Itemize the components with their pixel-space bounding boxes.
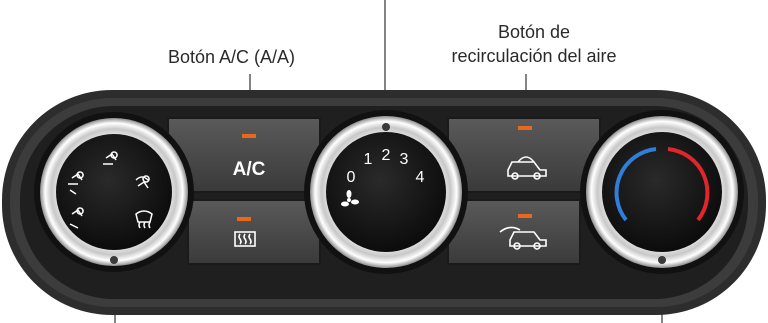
temperature-dial-pointer <box>658 256 666 264</box>
fresh-air-button[interactable] <box>447 199 581 265</box>
rear-defrost-button[interactable] <box>187 199 321 265</box>
fresh-air-indicator <box>518 214 532 218</box>
mode-dial-pointer <box>110 256 118 264</box>
fan-icon <box>341 190 359 207</box>
recirculation-button[interactable] <box>447 117 601 193</box>
fan-speed-4: 4 <box>416 169 425 186</box>
face-vent-icon <box>103 151 118 165</box>
hot-arc <box>667 147 710 222</box>
fresh-air-icon <box>499 226 547 250</box>
recirculation-button-callout: Botón de recirculación del aire <box>418 20 650 68</box>
mode-dial[interactable] <box>34 112 194 272</box>
ac-button-callout: Botón A/C (A/A) <box>168 47 296 67</box>
recirculation-icon <box>507 156 547 180</box>
fan-speed-2: 2 <box>382 147 391 164</box>
recirculation-callout-line-1: Botón de <box>497 22 571 42</box>
fan-dial[interactable]: 0 1 2 3 4 <box>304 110 468 274</box>
ac-button[interactable]: A/C <box>167 117 321 193</box>
fan-speed-0: 0 <box>347 169 356 186</box>
feet-icon <box>69 207 84 229</box>
fan-speed-1: 1 <box>364 151 373 168</box>
cold-arc <box>614 147 657 222</box>
temperature-dial[interactable] <box>580 110 744 274</box>
ac-indicator <box>242 134 256 138</box>
fan-dial-pointer <box>382 123 390 131</box>
face-feet-icon <box>68 171 84 195</box>
recirculation-callout-line-2: recirculación del aire <box>451 46 617 66</box>
fan-speed-3: 3 <box>400 151 409 168</box>
windshield-defrost-icon <box>135 210 153 229</box>
ac-button-label: A/C <box>233 159 266 180</box>
rear-defrost-icon <box>234 231 256 247</box>
feet-defrost-icon <box>135 175 150 189</box>
rear-defrost-indicator <box>237 217 251 221</box>
recirculation-indicator <box>518 126 532 130</box>
